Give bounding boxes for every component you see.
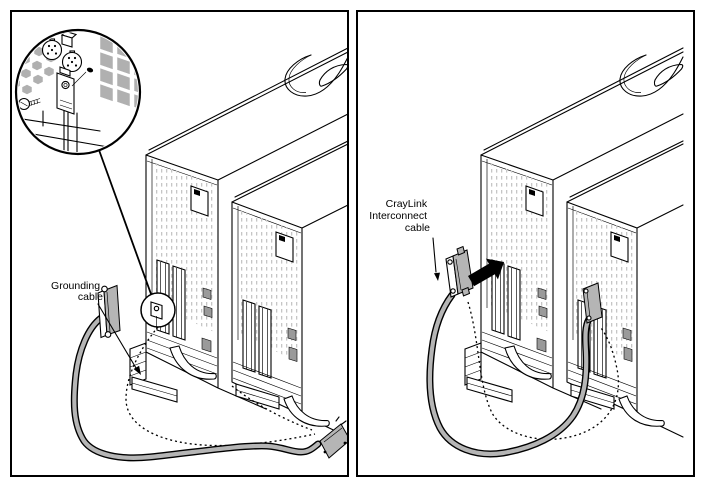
din-connector-icons — [41, 32, 83, 73]
grounding-lug-icon — [56, 66, 75, 152]
craylink-caption-arrow-line — [432, 237, 437, 273]
panel-structure-lines — [18, 110, 115, 152]
screw-hole-icon — [86, 67, 94, 73]
grounding-caption-arrowhead — [133, 365, 141, 375]
craylink-cable — [426, 291, 593, 458]
grounding-cable-connector-left — [97, 284, 121, 339]
grounding-cable-connector-right — [319, 416, 347, 459]
detail-pointer-line — [98, 149, 152, 295]
rear-panel-detail-callout — [14, 28, 142, 156]
insert-direction-arrow — [468, 258, 505, 287]
grounding-caption-arrow-line — [97, 303, 137, 369]
cable-routing-dotted-path — [467, 301, 619, 440]
cable-routing-dotted-path-2 — [231, 385, 313, 431]
grounding-cable — [70, 314, 322, 462]
craylink-caption: CrayLink Interconnect cable — [369, 198, 430, 234]
right-panel: CrayLink Interconnect cable — [356, 10, 695, 477]
left-panel: Grounding cable — [10, 10, 349, 477]
craylink-caption-arrowhead — [434, 272, 440, 281]
cable-routing-dotted-path — [125, 326, 316, 447]
craylink-connector — [445, 245, 474, 298]
craylink-remote-connector — [582, 282, 603, 324]
grounding-caption: Grounding cable — [51, 280, 103, 303]
ground-lug-target-circle — [140, 292, 176, 329]
